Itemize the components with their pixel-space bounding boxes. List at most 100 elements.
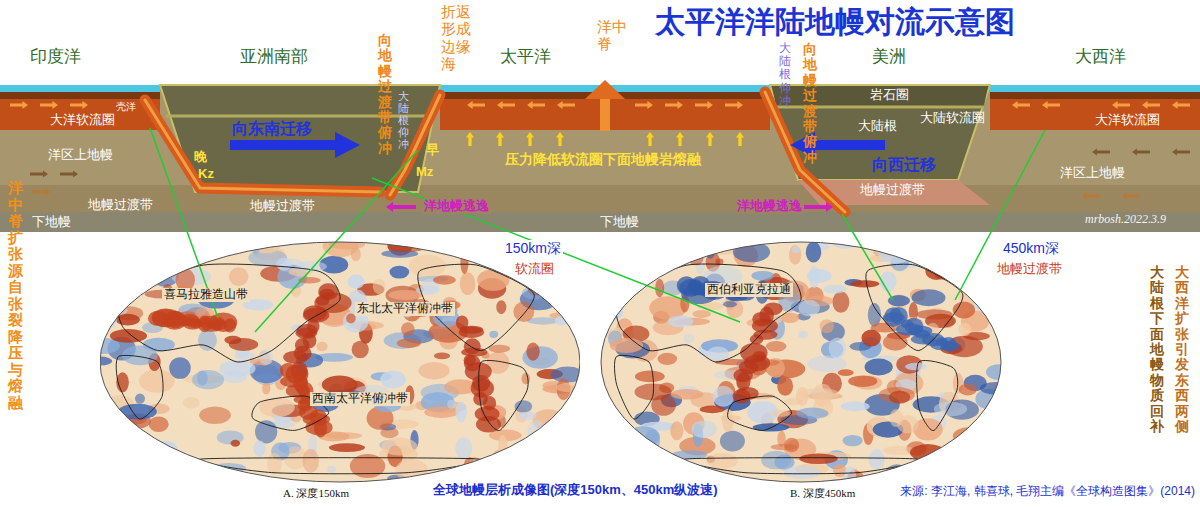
- flow-arrow: [557, 101, 575, 109]
- oceanic-asthenosphere: [440, 99, 770, 130]
- velocity-anomaly: [229, 338, 258, 351]
- flow-arrow: [1042, 101, 1060, 109]
- mantle-arrow: [1082, 193, 1100, 200]
- velocity-anomaly: [959, 384, 977, 396]
- velocity-anomaly: [451, 247, 480, 254]
- motion-label: 向东南迁移: [232, 120, 312, 138]
- motion-label: 洋地幔逃逸: [422, 199, 491, 214]
- velocity-anomaly: [255, 420, 277, 443]
- cross-section: [0, 80, 1200, 232]
- velocity-anomaly: [192, 370, 224, 389]
- velocity-anomaly: [877, 240, 914, 264]
- velocity-anomaly: [777, 376, 793, 395]
- velocity-anomaly: [147, 263, 187, 273]
- anomaly-belt: [223, 319, 236, 333]
- depth-label: 150km深: [503, 240, 563, 256]
- velocity-anomaly: [477, 269, 509, 291]
- layer-label: 岩石圈: [870, 88, 909, 103]
- coastline: [728, 396, 792, 430]
- velocity-anomaly: [164, 239, 190, 249]
- mid-ocean-ridge: [585, 80, 625, 99]
- velocity-anomaly: [97, 309, 109, 326]
- layer-name: 地幔过渡带: [997, 262, 1062, 277]
- subducting-slab: [390, 95, 440, 195]
- velocity-anomaly: [807, 355, 846, 372]
- velocity-anomaly: [119, 464, 130, 474]
- flow-arrow: [70, 101, 88, 109]
- side-note: 大西洋扩张引发东西两侧: [1175, 265, 1189, 434]
- transition-zone: [0, 185, 1200, 212]
- velocity-anomaly: [164, 469, 194, 483]
- velocity-anomaly: [692, 420, 717, 438]
- velocity-anomaly: [733, 242, 770, 263]
- velocity-anomaly: [597, 392, 609, 407]
- age-label: Kz: [198, 167, 214, 182]
- slab-core: [145, 100, 380, 192]
- velocity-anomaly: [771, 410, 791, 417]
- ocean-water: [0, 85, 160, 92]
- annotation: 折返形成边缘海: [441, 3, 473, 72]
- oceanic-crust: [0, 92, 160, 99]
- velocity-anomaly: [799, 388, 838, 399]
- velocity-anomaly: [424, 406, 459, 418]
- velocity-anomaly: [135, 393, 145, 403]
- velocity-anomaly: [956, 253, 968, 260]
- velocity-anomaly: [94, 260, 126, 269]
- velocity-anomaly: [850, 280, 879, 287]
- migration-arrow: [814, 140, 885, 150]
- velocity-anomaly: [159, 257, 197, 266]
- velocity-anomaly: [110, 329, 147, 343]
- velocity-anomaly: [380, 371, 406, 389]
- velocity-anomaly: [229, 267, 249, 286]
- place-label: 东北太平洋俯冲带: [355, 302, 455, 316]
- layer-label: 壳洋: [116, 101, 136, 113]
- velocity-anomaly: [766, 341, 787, 352]
- anomaly-belt: [459, 327, 484, 338]
- migration-arrow: [230, 140, 336, 150]
- velocity-anomaly: [707, 453, 738, 469]
- velocity-anomaly: [560, 434, 598, 452]
- flow-arrow: [1172, 101, 1190, 109]
- flow-arrow: [695, 101, 713, 109]
- velocity-anomaly: [149, 417, 169, 432]
- annotation: 大陆根仰冲: [398, 90, 409, 150]
- velocity-anomaly: [680, 253, 696, 260]
- melt-arrow: [706, 132, 714, 146]
- layer-label: 大陆软流圈: [920, 111, 985, 126]
- velocity-anomaly: [152, 262, 165, 268]
- flow-arrow: [40, 101, 58, 109]
- velocity-anomaly: [397, 338, 421, 348]
- escape-arrow: [386, 202, 416, 212]
- velocity-anomaly: [702, 469, 734, 477]
- velocity-anomaly: [134, 442, 147, 451]
- flow-arrow: [527, 101, 545, 109]
- velocity-anomaly: [556, 383, 586, 393]
- velocity-anomaly: [460, 272, 476, 295]
- velocity-anomaly: [861, 329, 880, 346]
- layer-label: 大洋软流圈: [1095, 113, 1160, 128]
- velocity-anomaly: [692, 310, 711, 318]
- layer-label: 地幔过渡带: [250, 199, 315, 214]
- velocity-anomaly: [447, 400, 455, 409]
- velocity-anomaly: [635, 371, 665, 383]
- velocity-anomaly: [373, 278, 386, 294]
- velocity-anomaly: [352, 341, 369, 359]
- velocity-anomaly: [169, 357, 191, 379]
- velocity-anomaly: [843, 435, 863, 446]
- velocity-anomaly: [637, 456, 666, 464]
- layer-label: 下地幔: [600, 215, 639, 230]
- mantle-arrow: [1172, 149, 1190, 156]
- anomaly-belt: [316, 296, 330, 306]
- melt-arrow: [646, 132, 654, 146]
- velocity-anomaly: [88, 438, 112, 453]
- velocity-anomaly: [327, 466, 336, 473]
- velocity-anomaly: [329, 443, 365, 452]
- annotation: 大陆根仰冲: [779, 42, 791, 108]
- mantle-arrow: [1122, 193, 1140, 200]
- velocity-anomaly: [132, 445, 160, 464]
- velocity-anomaly: [960, 430, 995, 449]
- velocity-anomaly: [823, 285, 847, 294]
- velocity-anomaly: [799, 454, 838, 464]
- annotation: 向地幔过渡带俯冲: [803, 42, 817, 165]
- melt-arrow: [676, 132, 684, 146]
